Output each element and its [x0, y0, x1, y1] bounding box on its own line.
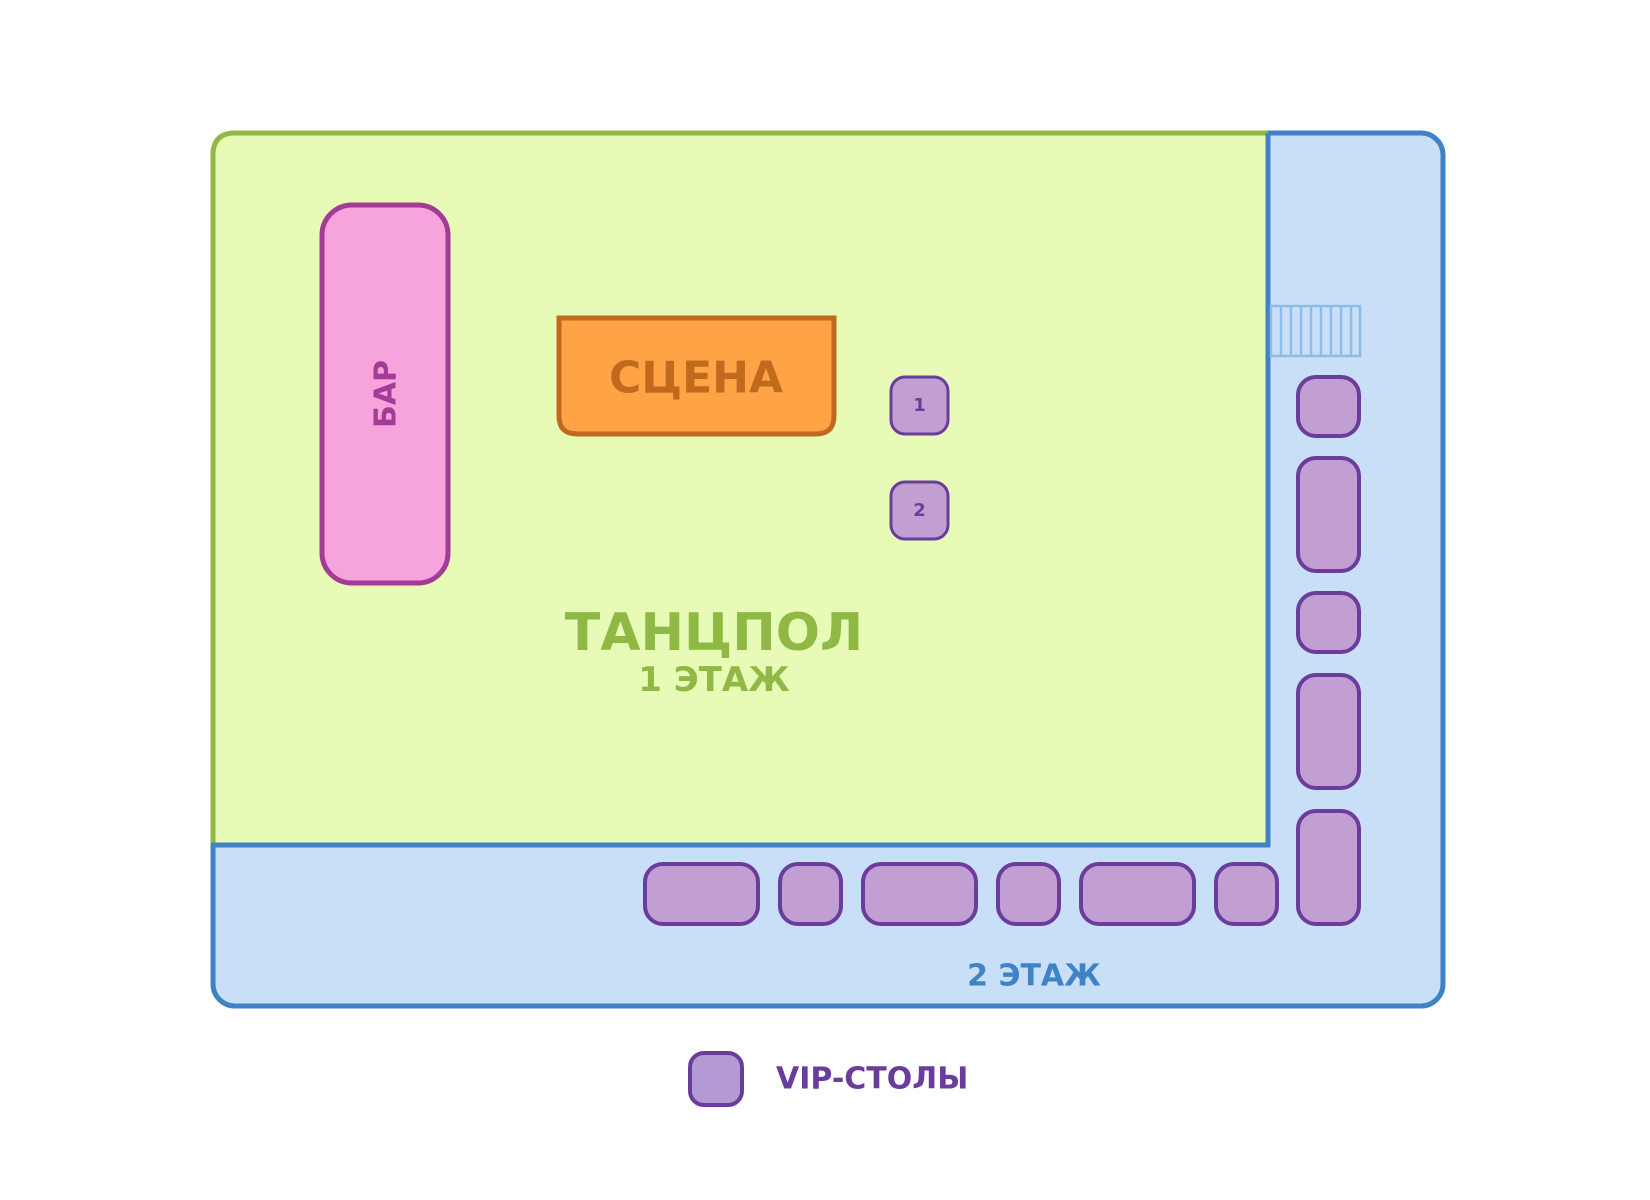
dance-floor-subtitle: 1 ЭТАЖ: [638, 660, 790, 700]
bar-counter: [319, 202, 451, 586]
dance-floor-area: [213, 133, 1268, 845]
stage: [556, 315, 837, 437]
vip-table-right-3[interactable]: [1296, 591, 1361, 654]
vip-table-1[interactable]: 1: [889, 375, 950, 436]
legend-label: VIP-СТОЛЫ: [776, 1062, 968, 1097]
vip-table-1-shape: [889, 375, 950, 436]
vip-table-right-2[interactable]: [1296, 456, 1361, 573]
vip-table-bottom-5[interactable]: [1079, 862, 1196, 926]
vip-table-right-5[interactable]: [1296, 809, 1361, 926]
vip-table-bottom-3[interactable]: [861, 862, 978, 926]
vip-table-right-4[interactable]: [1296, 673, 1361, 790]
vip-table-2-number: 2: [913, 500, 926, 521]
dance-floor-title: ТАНЦПОЛ: [565, 603, 863, 663]
stage-label: СЦЕНА: [609, 353, 783, 404]
stairs-icon: [1269, 304, 1362, 358]
vip-table-bottom-2[interactable]: [778, 862, 843, 926]
vip-table-bottom-1[interactable]: [643, 862, 760, 926]
vip-table-1-number: 1: [913, 395, 926, 416]
vip-table-2-shape: [889, 480, 950, 541]
vip-table-right-1[interactable]: [1296, 375, 1361, 438]
legend-swatch: [688, 1051, 744, 1107]
dance-floor-border-left: [210, 130, 236, 845]
vip-table-bottom-6[interactable]: [1214, 862, 1279, 926]
bar-label: БАР: [369, 360, 404, 428]
vip-table-2[interactable]: 2: [889, 480, 950, 541]
second-floor-label: 2 ЭТАЖ: [967, 959, 1101, 994]
vip-table-bottom-4[interactable]: [996, 862, 1061, 926]
